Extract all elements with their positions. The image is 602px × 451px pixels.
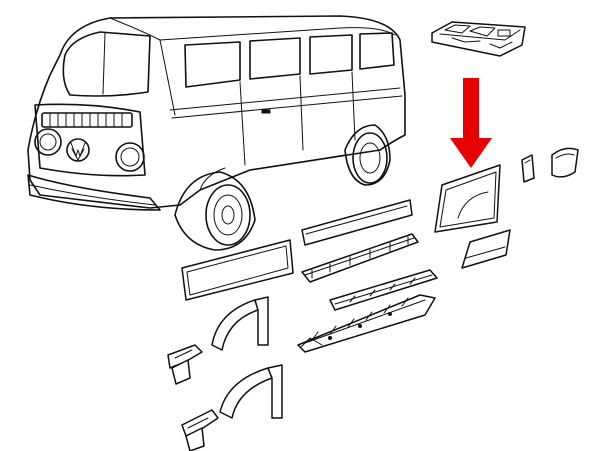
door-panel-lower	[181, 239, 294, 301]
lower-rear-panel	[461, 229, 511, 269]
rear-wheel-arch	[219, 364, 283, 419]
front-wheel-arch	[211, 296, 269, 351]
vw-logo	[66, 138, 90, 162]
right-headlight	[115, 142, 145, 172]
front-wheel	[174, 171, 256, 251]
corner-piece-large	[551, 147, 579, 178]
highlight-arrow	[450, 78, 492, 168]
rear-bracket	[181, 409, 219, 451]
corner-piece-small	[521, 154, 535, 183]
long-side-panel-upper	[301, 199, 413, 246]
rear-quarter-panel	[434, 164, 501, 233]
long-side-panel-middle	[301, 233, 419, 283]
left-headlight	[34, 128, 62, 156]
front-bracket	[167, 344, 203, 385]
rear-wheel	[344, 124, 391, 186]
floor-pan-section	[431, 21, 526, 57]
rocker-sill	[329, 269, 438, 311]
grille-slats	[49, 112, 123, 128]
vw-bus-illustration	[27, 15, 406, 251]
long-floor-rail	[297, 294, 436, 353]
